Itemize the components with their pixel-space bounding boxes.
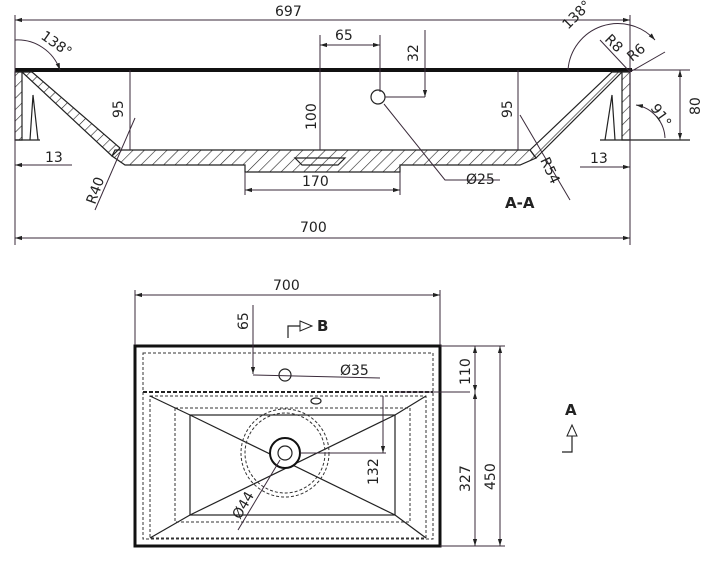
section-marker-b: B [317, 317, 328, 335]
faucet-hole [370, 89, 386, 105]
section-arrow-b-icon [287, 325, 300, 338]
angle-91: 91° [647, 101, 674, 131]
dim-132: 132 [366, 458, 382, 485]
basin-outline [149, 395, 427, 539]
dim-100: 100 [304, 103, 320, 130]
basin-floor [189, 414, 396, 516]
dim-697: 697 [275, 4, 302, 20]
radius-r8: R8 [601, 32, 625, 56]
dim-65: 65 [335, 28, 353, 44]
overflow [310, 397, 322, 405]
right-slope [529, 71, 624, 159]
dim-hole-dia-plan: Ø35 [340, 363, 369, 379]
dim-110: 110 [458, 358, 474, 385]
right-wall [621, 71, 631, 141]
right-rib [604, 94, 616, 141]
section-label: A-A [505, 194, 535, 212]
dim-327: 327 [458, 465, 474, 492]
dim-13-left: 13 [45, 150, 63, 166]
basin-bottom [111, 149, 537, 173]
section-view: 697 700 65 32 100 95 95 80 13 13 170 Ø25… [14, 0, 704, 245]
angle-138-left: 138° [38, 28, 75, 60]
faucet-hole-plan [278, 368, 292, 382]
dim-r40: R40 [84, 175, 108, 206]
section-arrow-a-icon [562, 432, 573, 453]
dim-32: 32 [406, 44, 422, 62]
radius-r6: R6 [624, 41, 649, 65]
dim-95-right: 95 [500, 100, 516, 118]
drain-icon [269, 437, 301, 469]
left-slope [20, 71, 121, 157]
section-marker-a: A [565, 401, 577, 419]
dim-700-plan: 700 [273, 278, 300, 294]
dim-95-left: 95 [111, 100, 127, 118]
dim-65-plan: 65 [236, 312, 252, 330]
dim-700: 700 [300, 220, 327, 236]
angle-138-right: 138° [560, 0, 595, 33]
dim-hole-dia: Ø25 [466, 172, 495, 188]
left-rib [29, 94, 39, 141]
dim-13-right: 13 [590, 151, 608, 167]
left-wall [14, 71, 23, 141]
dim-r54: R54 [536, 155, 562, 187]
dim-170: 170 [302, 174, 329, 190]
drain-opening [293, 157, 347, 166]
outer-outline [133, 344, 442, 548]
dim-450: 450 [483, 463, 499, 490]
plan-view: 700 65 Ø35 B 110 327 450 132 Ø44 A [133, 278, 578, 548]
dim-80: 80 [688, 97, 704, 115]
